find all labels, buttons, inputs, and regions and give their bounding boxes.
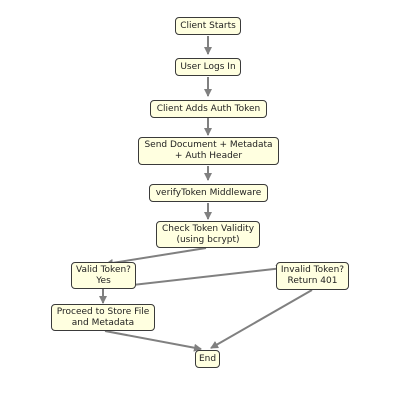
- node-client-adds-auth-token: Client Adds Auth Token: [150, 100, 267, 118]
- node-send-document: Send Document + Metadata + Auth Header: [138, 137, 279, 165]
- node-client-starts: Client Starts: [175, 17, 241, 35]
- node-check-token-validity: Check Token Validity (using bcrypt): [156, 221, 260, 248]
- node-invalid-token: Invalid Token? Return 401: [276, 262, 349, 290]
- edge-check-to-valid: [105, 247, 207, 267]
- node-valid-token: Valid Token? Yes: [71, 262, 136, 289]
- node-user-logs-in: User Logs In: [175, 58, 241, 76]
- edge-invalid-to-end: [210, 289, 313, 349]
- node-end: End: [195, 350, 220, 368]
- node-verify-token-middleware: verifyToken Middleware: [149, 184, 268, 202]
- edge-proceed-to-end: [104, 330, 202, 352]
- node-proceed-store: Proceed to Store File and Metadata: [51, 304, 155, 331]
